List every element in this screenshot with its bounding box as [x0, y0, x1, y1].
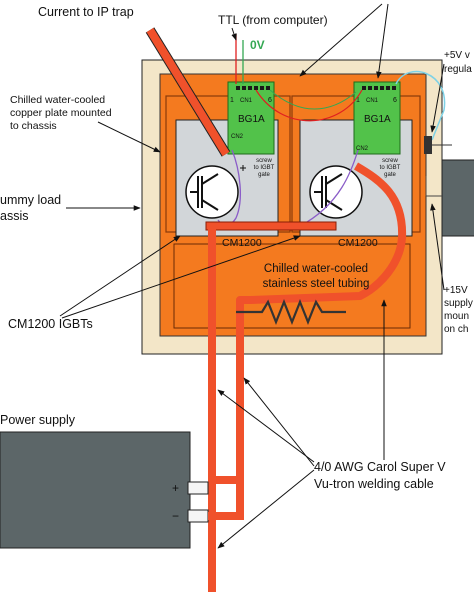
cable-ip-trap-core: [146, 27, 230, 157]
label-plus15v: +15V supply moun on ch: [444, 285, 473, 335]
svg-text:+5V v: +5V v: [444, 50, 470, 61]
terminal-minus-label: −: [172, 509, 179, 523]
label-dummy-load: ummy load assis: [0, 193, 61, 223]
svg-text:+15V: +15V: [444, 285, 468, 296]
welding-cable-right: [210, 162, 407, 484]
ttl-wire-red-cross: [255, 89, 363, 122]
svg-text:supply: supply: [444, 298, 473, 309]
svg-text:assis: assis: [0, 209, 28, 223]
svg-text:Chilled water-cooled: Chilled water-cooled: [264, 263, 368, 275]
driver-board-right[interactable]: [353, 81, 401, 155]
svg-text:to chassis: to chassis: [10, 120, 57, 132]
ttl-wire-green-cross: [269, 89, 357, 110]
svg-text:copper plate mounted: copper plate mounted: [10, 107, 112, 119]
svg-text:gate: gate: [384, 172, 396, 178]
svg-text:gate: gate: [258, 172, 270, 178]
svg-text:screw: screw: [256, 158, 272, 164]
terminal-minus[interactable]: [187, 509, 209, 523]
svg-text:on ch: on ch: [444, 324, 468, 335]
regulator: [424, 136, 432, 154]
leader-arrows: [59, 3, 445, 549]
svg-text:screw: screw: [382, 158, 398, 164]
igbt-screw-left: [240, 165, 246, 171]
svg-text:to IGBT: to IGBT: [254, 165, 275, 171]
svg-text:4/0 AWG Carol Super V: 4/0 AWG Carol Super V: [314, 460, 446, 474]
label-cm1200-right: CM1200: [338, 237, 378, 249]
driver-board-left[interactable]: [227, 81, 275, 155]
pin1-left: 1: [230, 97, 234, 104]
svg-text:regula: regula: [444, 64, 472, 75]
terminal-plus-label: +: [172, 481, 179, 495]
connector-cn1-left: [236, 86, 270, 90]
svg-text:stainless steel tubing: stainless steel tubing: [263, 278, 370, 290]
label-power-supply: Power supply: [0, 413, 76, 427]
label-zero-v: 0V: [250, 38, 265, 52]
svg-text:to IGBT: to IGBT: [380, 165, 401, 171]
svg-text:Vu-tron welding cable: Vu-tron welding cable: [314, 477, 434, 491]
pin6-left: 6: [268, 97, 272, 104]
power-supply-box: [0, 431, 191, 549]
busbar: [205, 221, 337, 231]
cn2-left: CN2: [231, 134, 244, 140]
label-cm1200-left: CM1200: [222, 237, 262, 249]
label-copper-plate: Chilled water-cooled copper plate mounte…: [10, 94, 112, 132]
cn2-right: CN2: [356, 146, 369, 152]
label-ip-trap: Current to IP trap: [38, 5, 134, 19]
cn1-right: CN1: [366, 98, 379, 104]
steel-tubing: [236, 299, 346, 325]
cn1-left: CN1: [240, 98, 253, 104]
welding-cable-minus-out: [208, 480, 244, 520]
pin6-right: 6: [393, 97, 397, 104]
svg-text:Chilled water-cooled: Chilled water-cooled: [10, 94, 105, 106]
tubing-frame: [173, 243, 411, 329]
screw-note-left: screw to IGBT gate: [254, 158, 275, 178]
terminal-plus[interactable]: [187, 481, 209, 495]
label-welding-cable: 4/0 AWG Carol Super V Vu-tron welding ca…: [314, 460, 446, 491]
screw-note-right: screw to IGBT gate: [380, 158, 401, 178]
label-plus5v: +5V v regula: [444, 50, 472, 75]
label-ttl: TTL (from computer): [218, 13, 328, 27]
svg-text:ummy load: ummy load: [0, 193, 61, 207]
igbt-transistor-left: [190, 173, 219, 211]
connector-cn1-right: [362, 86, 396, 90]
igbt-transistor-right: [314, 173, 343, 211]
label-tubing: Chilled water-cooled stainless steel tub…: [263, 263, 370, 290]
plus15v-supply: [441, 159, 474, 237]
bg1a-left: BG1A: [238, 114, 265, 125]
bg1a-right: BG1A: [364, 114, 391, 125]
label-igbts: CM1200 IGBTs: [8, 317, 93, 331]
pin1-right: 1: [356, 97, 360, 104]
svg-text:moun: moun: [444, 311, 469, 322]
supply-wire-cyan: [395, 70, 446, 141]
